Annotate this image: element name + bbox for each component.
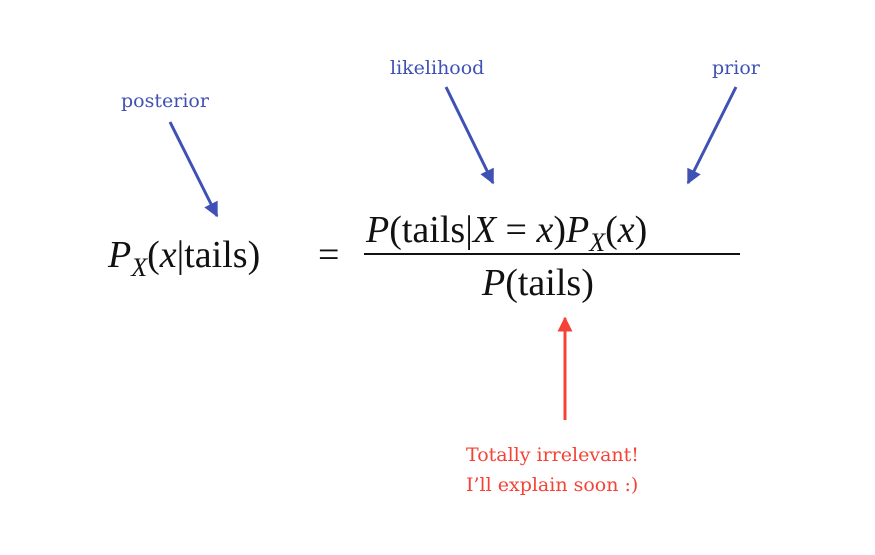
numer-x1: x <box>536 209 554 251</box>
equation-denominator: P(tails) <box>482 264 594 302</box>
numer-tails: tails <box>401 209 466 251</box>
numer-close-paren-1: ) <box>553 209 566 251</box>
numer-P2: P <box>566 209 590 251</box>
equals-sign: = <box>318 234 340 276</box>
denom-tails: tails <box>517 262 582 304</box>
lhs-open-paren: ( <box>147 234 160 276</box>
lhs-given-bar: | <box>176 234 185 276</box>
lhs-subscript: X <box>131 253 148 282</box>
note-line-2: I’ll explain soon :) <box>466 474 639 496</box>
denom-open-paren: ( <box>505 262 518 304</box>
prior-label: prior <box>712 57 760 79</box>
denom-P: P <box>482 262 506 304</box>
note-line-1: Totally irrelevant! <box>466 444 639 466</box>
fraction-bar <box>364 253 740 255</box>
denom-close-paren: ) <box>581 262 594 304</box>
lhs-tails: tails <box>184 234 248 276</box>
numer-open-paren-2: ( <box>605 209 618 251</box>
posterior-arrow <box>168 121 219 218</box>
irrelevant-note: Totally irrelevant! I’ll explain soon :) <box>466 440 639 500</box>
posterior-label: posterior <box>121 90 209 112</box>
numer-x2: x <box>617 209 635 251</box>
numer-subscript: X <box>589 228 606 257</box>
numer-X: X <box>472 209 497 251</box>
likelihood-label: likelihood <box>390 57 485 79</box>
numer-close-paren-2: ) <box>634 209 648 251</box>
numer-equals: = <box>496 209 537 251</box>
equation-lhs: PX(x|tails) <box>108 234 261 281</box>
prior-arrow <box>686 86 738 185</box>
likelihood-arrow <box>444 86 495 185</box>
numer-given-bar: | <box>465 209 473 251</box>
equation-numerator: P(tails|X = x)PX(x) <box>366 209 648 256</box>
lhs-x: x <box>159 234 177 276</box>
numer-P1: P <box>366 209 390 251</box>
numer-open-paren-1: ( <box>389 209 402 251</box>
lhs-P: P <box>108 234 132 276</box>
lhs-close-paren: ) <box>247 234 261 276</box>
